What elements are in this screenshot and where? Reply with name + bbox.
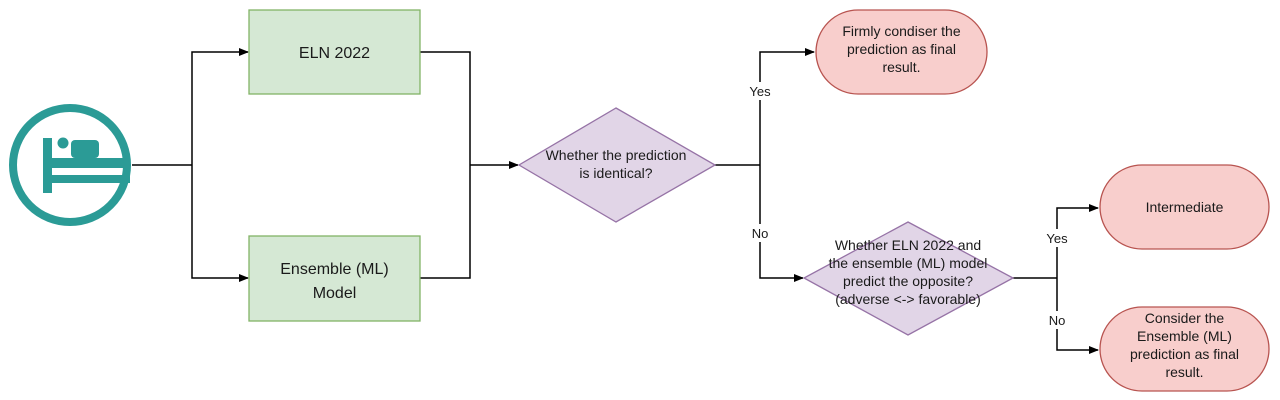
- edge-label-d1-yes: Yes: [749, 84, 771, 99]
- terminal-intermediate: Intermediate: [1099, 164, 1270, 250]
- decision-opposite-line2: the ensemble (ML) model: [829, 255, 988, 271]
- ensemble-model-box: Ensemble (ML) Model: [248, 235, 421, 322]
- decision-opposite: Whether ELN 2022 and the ensemble (ML) m…: [802, 221, 1015, 336]
- terminal-ensemble-line2: Ensemble (ML): [1137, 328, 1232, 344]
- edge-label-d1-no: No: [752, 226, 769, 241]
- terminal-firm-final: Firmly condiser the prediction as final …: [815, 9, 988, 95]
- terminal-ensemble-final: Consider the Ensemble (ML) prediction as…: [1099, 306, 1270, 392]
- patient-in-bed-icon: [9, 104, 131, 226]
- terminal-ensemble-line3: prediction as final: [1130, 346, 1239, 362]
- terminal-firm-line1: Firmly condiser the: [842, 23, 960, 39]
- terminal-ensemble-line4: result.: [1165, 364, 1203, 380]
- edge-label-d2-no: No: [1049, 313, 1066, 328]
- edge-label-d2-yes: Yes: [1046, 231, 1068, 246]
- terminal-intermediate-label: Intermediate: [1146, 199, 1224, 215]
- connector-decision2-no: [1056, 278, 1099, 354]
- connector-eln-out: [420, 51, 471, 165]
- terminal-firm-line2: prediction as final: [847, 41, 956, 57]
- decision-identical: Whether the prediction is identical?: [517, 107, 717, 223]
- eln-2022-label: ELN 2022: [299, 45, 370, 62]
- decision-identical-line2: is identical?: [579, 165, 652, 181]
- ensemble-model-label-line1: Ensemble (ML): [280, 261, 388, 278]
- eln-2022-box: ELN 2022: [248, 9, 421, 95]
- edge-labels: Yes No Yes No: [744, 82, 1073, 329]
- connector-to-ensemble: [191, 165, 249, 282]
- decision-opposite-line1: Whether ELN 2022 and: [835, 237, 981, 253]
- terminal-firm-line3: result.: [882, 59, 920, 75]
- connector-decision1-yes: [759, 48, 815, 165]
- connectors: [132, 48, 1099, 354]
- connector-decision1-no: [759, 165, 804, 282]
- decision-identical-line1: Whether the prediction: [546, 147, 687, 163]
- terminal-ensemble-line1: Consider the: [1145, 310, 1225, 326]
- decision-opposite-line4: (adverse <-> favorable): [835, 291, 981, 307]
- connector-ensemble-out: [420, 165, 471, 279]
- decision-opposite-line3: predict the opposite?: [843, 273, 973, 289]
- ensemble-model-label-line2: Model: [313, 285, 357, 302]
- connector-decision2-yes: [1056, 204, 1099, 278]
- connector-to-eln: [191, 48, 249, 165]
